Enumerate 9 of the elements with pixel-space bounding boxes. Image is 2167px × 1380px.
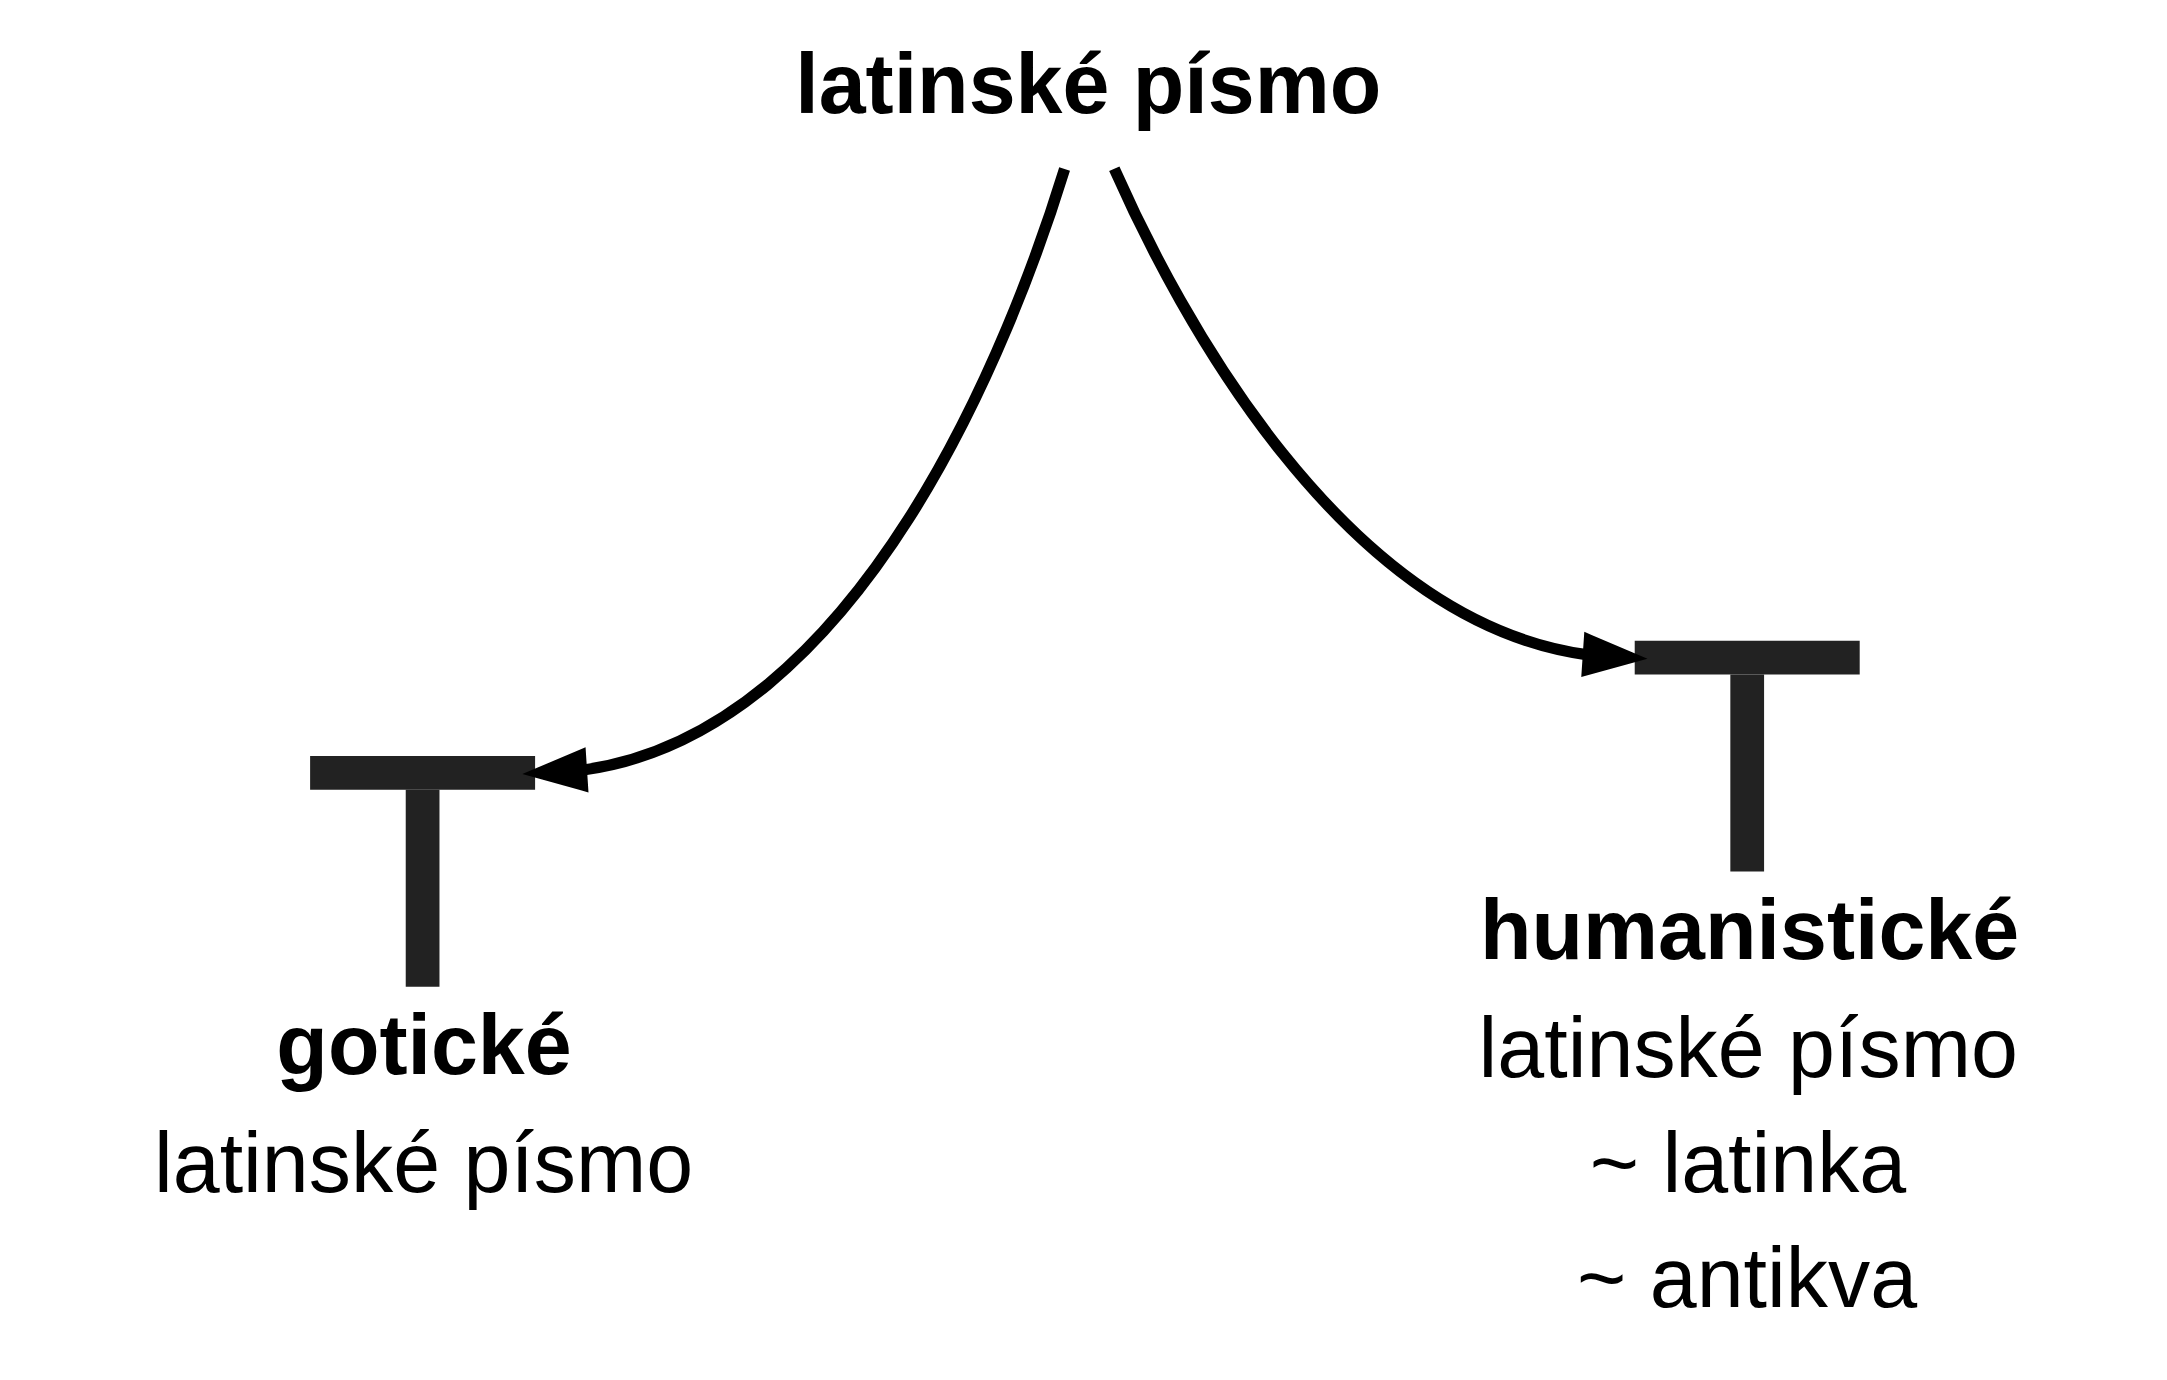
arrow (1109, 166, 1648, 678)
node-text: latinské písmo (795, 37, 1382, 132)
node-label: humanistické (1480, 882, 2020, 977)
node-label: latinské písmo (1478, 1000, 2018, 1095)
node-label: ~ antikva (1577, 1231, 1918, 1326)
arrow (522, 167, 1070, 793)
node-label: gotické (276, 997, 572, 1092)
node-label: latinské písmo (154, 1116, 694, 1210)
node-label: ~ latinka (1589, 1116, 1907, 1210)
